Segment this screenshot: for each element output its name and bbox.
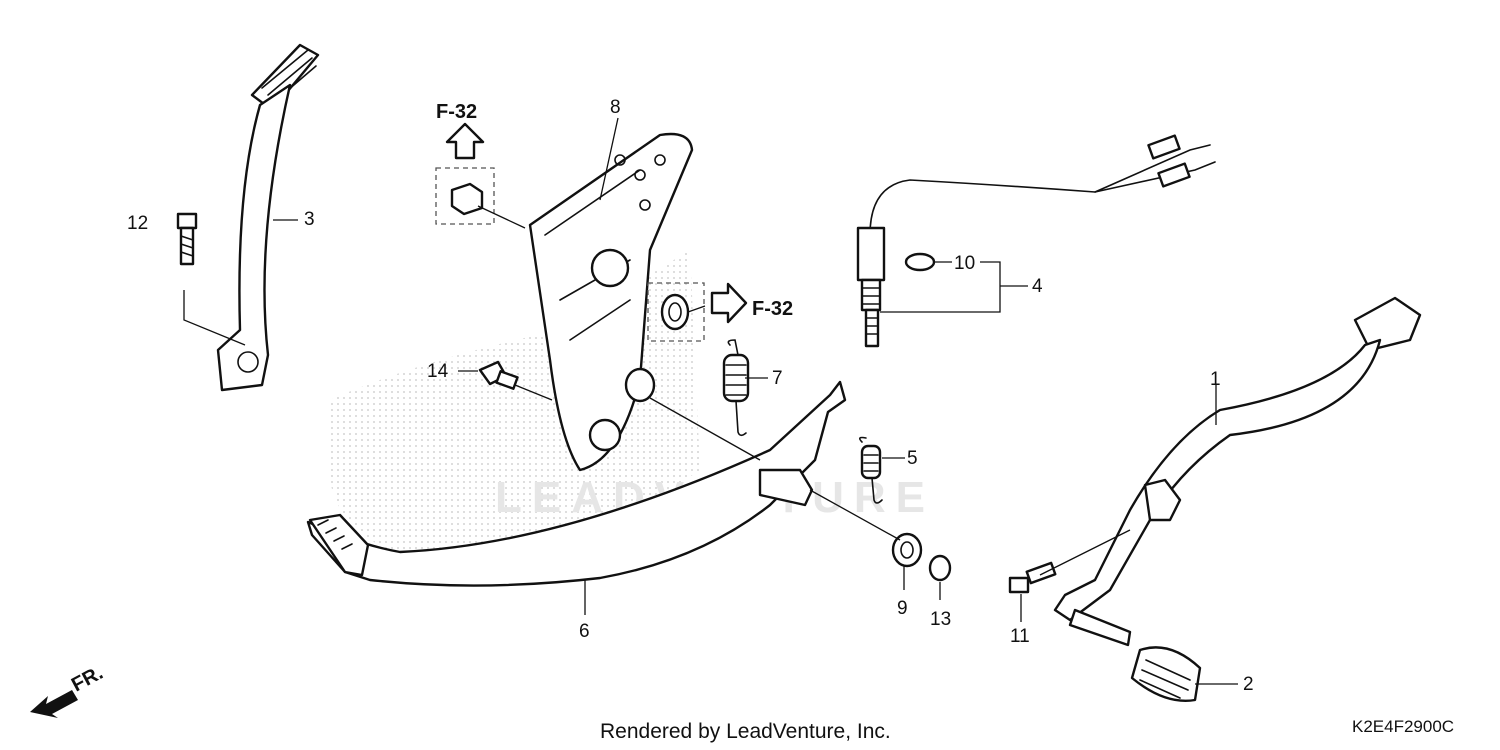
ref-nut-icon [450, 182, 484, 216]
callout-10: 10 [954, 253, 975, 274]
callout-13: 13 [930, 609, 951, 630]
part-9-washer [891, 532, 923, 568]
part-5-spring [858, 436, 883, 504]
ref-arrow-right-icon [710, 282, 748, 324]
ref-box-collar [647, 282, 705, 342]
callout-4: 4 [1032, 276, 1043, 297]
callout-1: 1 [1210, 369, 1221, 390]
part-1-brake-pedal [1053, 296, 1422, 647]
ref-arrow-up-icon [445, 122, 485, 160]
callout-14: 14 [427, 361, 449, 382]
part-2-pedal-rubber [1130, 646, 1202, 702]
callout-11: 11 [1010, 626, 1030, 647]
part-14-bolt [478, 360, 519, 390]
ref-label-f32-top: F-32 [436, 101, 477, 123]
part-4-stop-switch [856, 134, 1216, 348]
part-11-bolt [1008, 561, 1057, 594]
part-12-bolt [176, 212, 198, 266]
diagram-code: K2E4F2900C [1352, 717, 1454, 736]
leader-lines [183, 117, 1238, 685]
part-7-spring [722, 339, 750, 437]
callout-2: 2 [1243, 674, 1254, 695]
part-8-stand-bracket [528, 132, 694, 472]
front-label: FR. [68, 662, 107, 697]
part-3-kick-lever [216, 43, 320, 392]
callout-5: 5 [907, 448, 918, 469]
part-6-main-stand [306, 380, 847, 587]
ref-label-f32-right: F-32 [752, 298, 793, 320]
front-arrow-icon [30, 690, 78, 718]
callout-12: 12 [127, 213, 148, 234]
rendered-by-credit: Rendered by LeadVenture, Inc. [600, 720, 891, 743]
callout-7: 7 [772, 368, 783, 389]
callout-9: 9 [897, 598, 908, 619]
callout-3: 3 [304, 209, 315, 230]
ref-box-nut [435, 167, 495, 225]
callout-6: 6 [579, 621, 590, 642]
part-8-pivot-boss [624, 367, 656, 403]
callout-8: 8 [610, 97, 621, 118]
part-10-clip [904, 252, 936, 272]
ref-collar-icon [660, 293, 690, 331]
part-13-clip [928, 554, 952, 582]
